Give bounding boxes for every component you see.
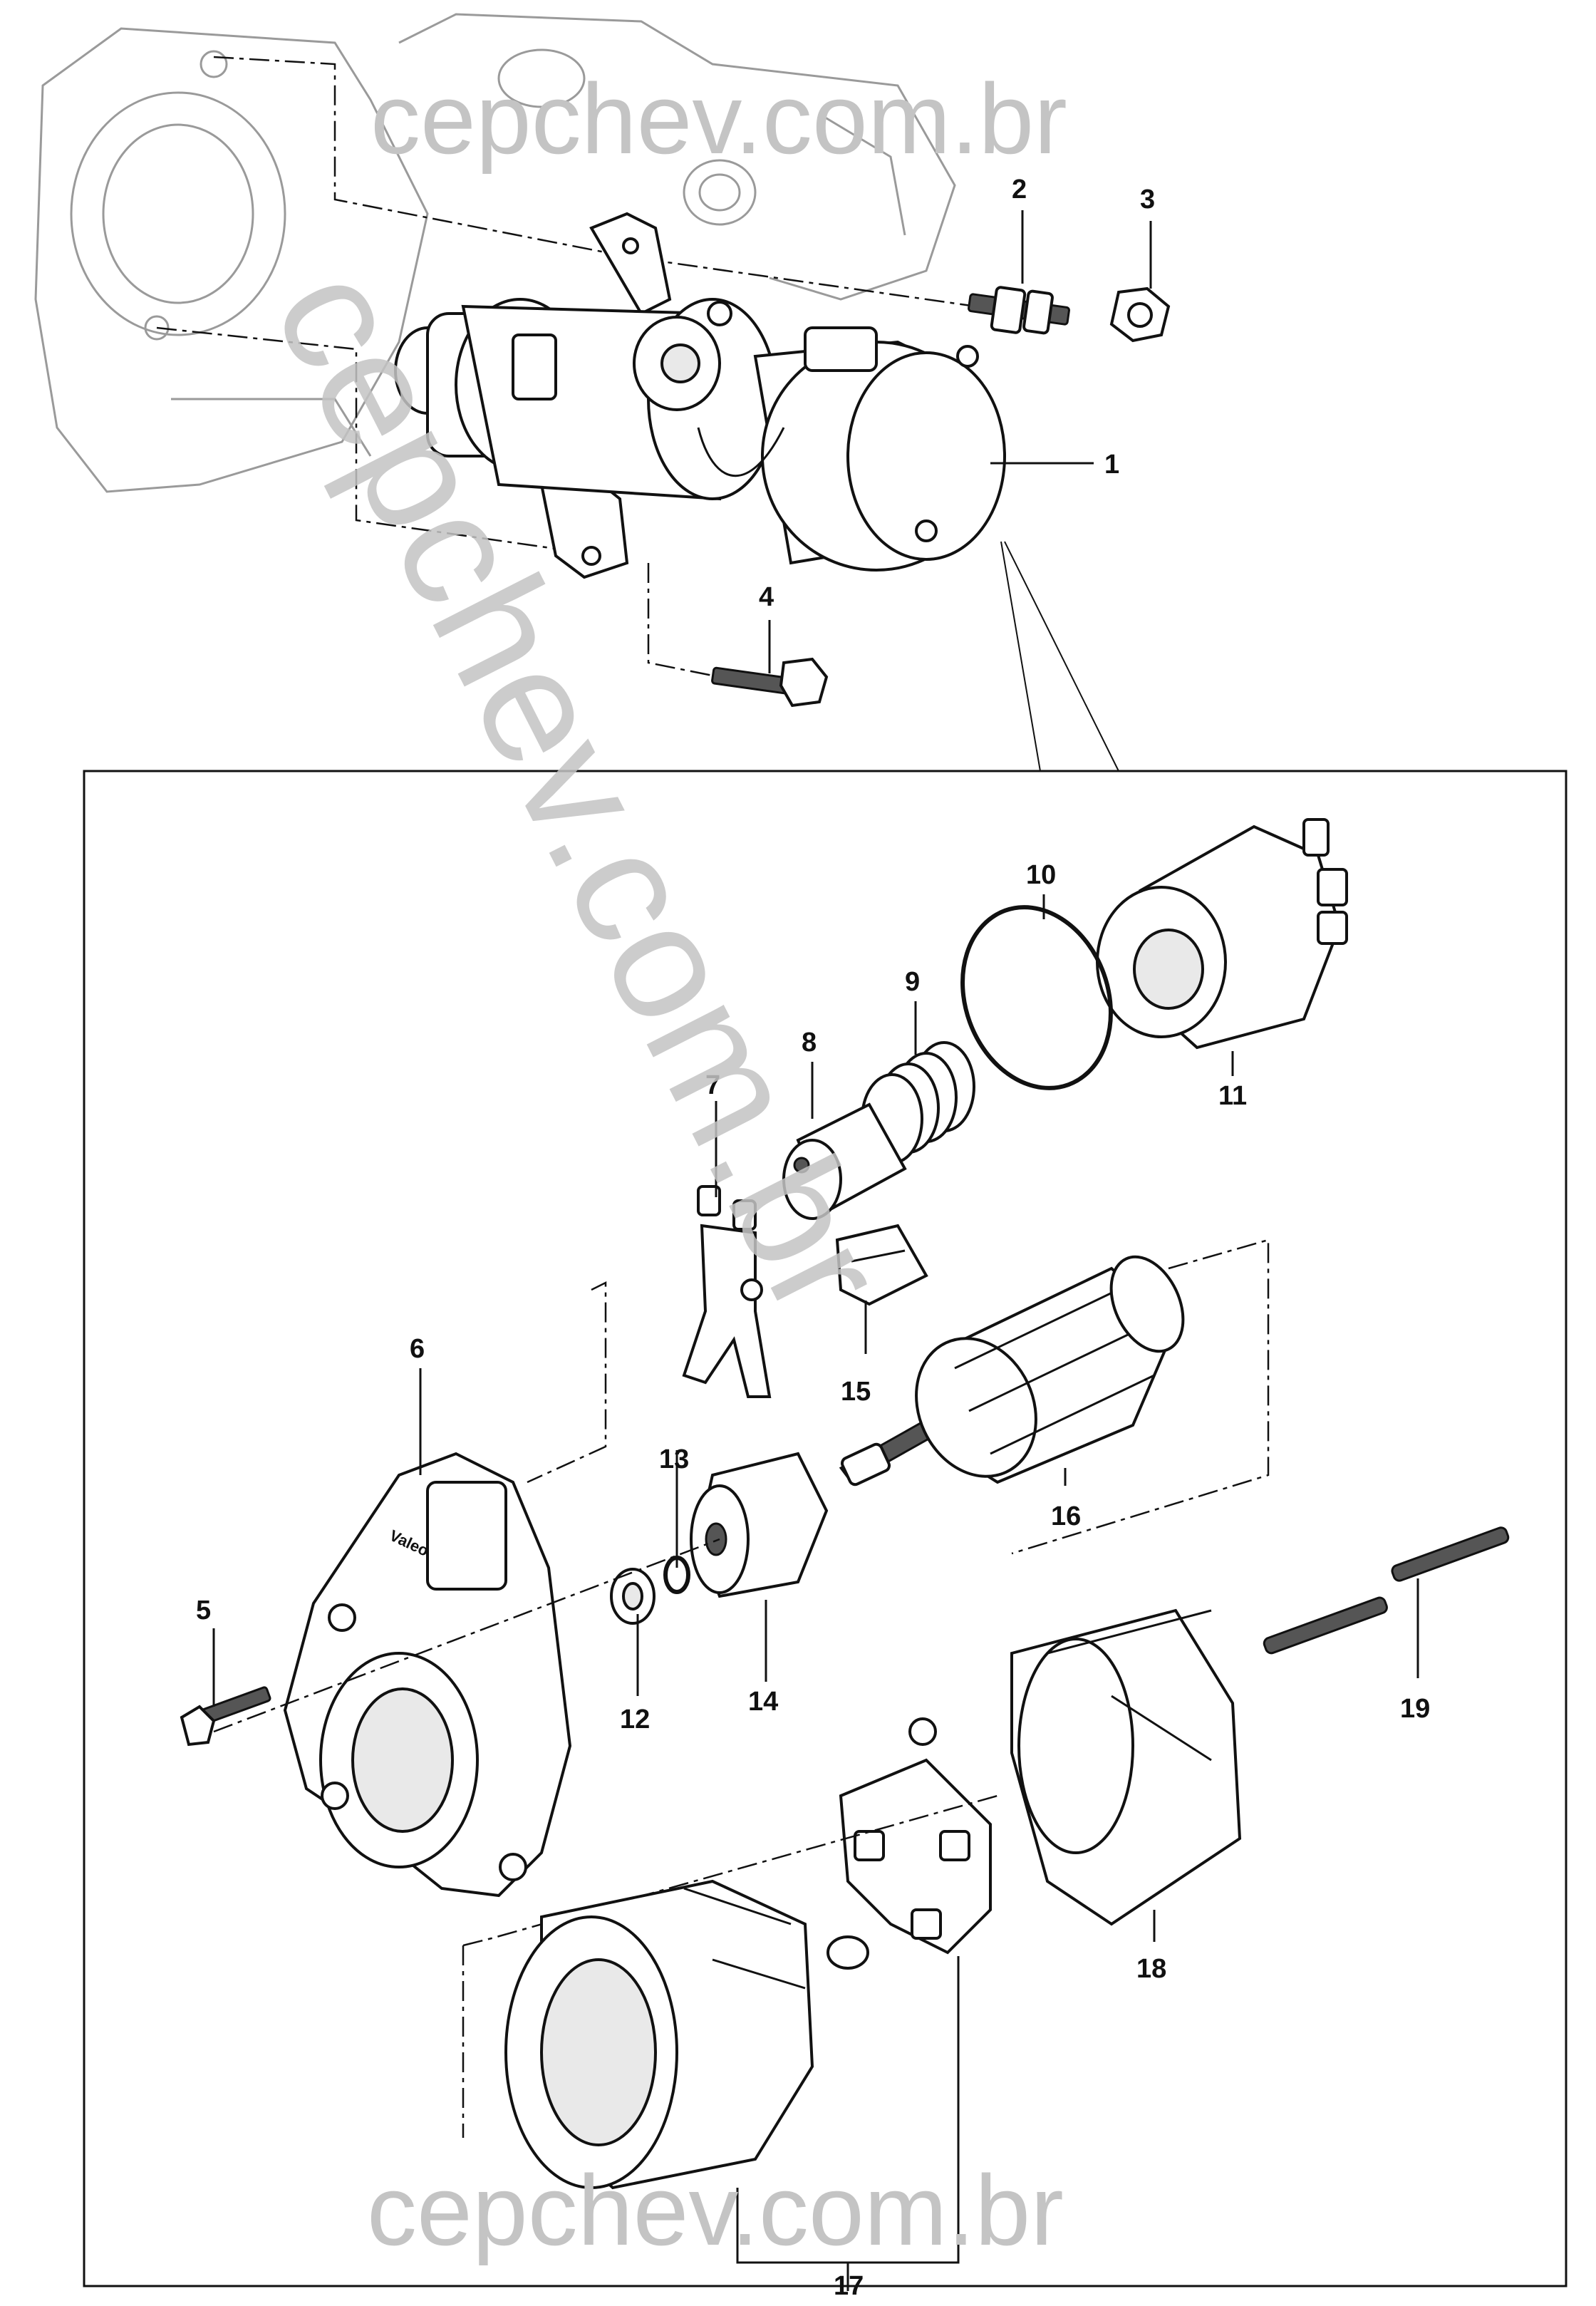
- callout-8: 8: [802, 1028, 817, 1058]
- callout-5: 5: [196, 1596, 211, 1625]
- hex-nut: [1109, 286, 1171, 343]
- assembly-line-lower: [462, 1794, 998, 1947]
- callout-7: 7: [705, 1070, 720, 1100]
- terminal-stud: [968, 286, 1070, 335]
- solenoid-plunger: [782, 1102, 907, 1220]
- commutator-end-cover: [1010, 1608, 1242, 1926]
- assembly-line-housing: [527, 1281, 607, 1484]
- callout-11: 11: [1218, 1081, 1247, 1111]
- callout-3: 3: [1140, 185, 1155, 214]
- brush-spring-bracket: [835, 1224, 928, 1306]
- housing-bolt: [180, 1686, 271, 1747]
- detail-frame: [83, 770, 1568, 2287]
- drive-lever-fork: [682, 1185, 772, 1398]
- callout-13: 13: [659, 1444, 689, 1474]
- thrust-washer: [610, 1568, 656, 1625]
- armature: [839, 1255, 1185, 1487]
- mounting-bolt: [711, 657, 829, 708]
- callout-19: 19: [1400, 1694, 1430, 1724]
- watermark-top: cepchev.com.br: [370, 63, 1067, 175]
- detail-zoom-line-right: [1004, 541, 1119, 772]
- callout-18: 18: [1136, 1954, 1166, 1984]
- tie-rods: [1263, 1526, 1510, 1655]
- callout-17: 17: [834, 2271, 864, 2301]
- assembly-line-center: [213, 1538, 720, 1733]
- callout-1: 1: [1104, 450, 1119, 480]
- callout-16: 16: [1051, 1501, 1081, 1531]
- watermark-bottom: cepchev.com.br: [367, 2154, 1064, 2266]
- field-frame-yoke: [504, 1879, 869, 2190]
- assembly-line-armature: [1011, 1239, 1270, 1555]
- callout-6: 6: [410, 1334, 425, 1364]
- drive-pinion: [690, 1452, 829, 1598]
- callout-4: 4: [759, 582, 774, 612]
- callout-2: 2: [1012, 175, 1027, 205]
- leader-lines: [212, 210, 1419, 2291]
- o-ring: [960, 905, 1113, 1090]
- engine-block-outline: [34, 13, 956, 493]
- solenoid-switch: [1096, 818, 1348, 1050]
- callout-14: 14: [748, 1687, 778, 1717]
- callout-labels: 1 2 3 4 5 6 7 8 9 10 11 12 13 14 15 16 1…: [196, 175, 1430, 2301]
- callout-9: 9: [905, 967, 920, 997]
- callout-15: 15: [841, 1377, 871, 1407]
- callout-10: 10: [1026, 860, 1056, 890]
- starter-motor-assembly: [394, 212, 1006, 579]
- callout-12: 12: [620, 1705, 650, 1734]
- drive-end-housing: Valeo: [283, 1452, 572, 1898]
- detail-zoom-line-left: [1000, 541, 1041, 772]
- brush-holder-plate: [839, 1717, 992, 1955]
